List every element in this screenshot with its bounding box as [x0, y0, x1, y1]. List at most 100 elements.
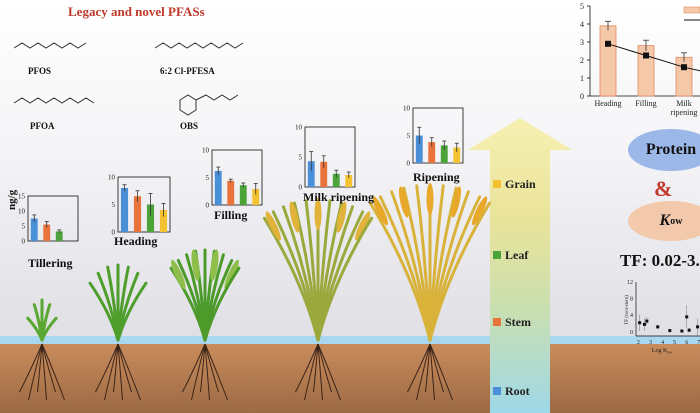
rice-root	[113, 343, 119, 393]
stage-label-heading: Heading	[114, 234, 158, 248]
chart-b-point	[642, 322, 646, 326]
water-layer	[0, 336, 700, 345]
stage-bar	[453, 147, 461, 163]
stage-chart-tick: 0	[22, 238, 26, 246]
protein-label: Protein	[645, 141, 697, 158]
rice-root	[19, 343, 43, 393]
rice-root	[317, 343, 323, 401]
chart-a-tick-label: 5	[580, 2, 584, 11]
stage-bar	[320, 161, 328, 187]
rice-plant-4	[368, 183, 492, 401]
chart-b-point	[656, 325, 660, 329]
chart-b-point	[680, 329, 684, 333]
chart-b-x-label-sub: ow	[667, 350, 672, 355]
molecule-label-obs: OBS	[180, 121, 199, 131]
rice-root	[191, 343, 206, 401]
tissue-swatch-root	[493, 387, 501, 395]
stage-label-tillering: Tillering	[28, 256, 73, 270]
stage-label-filling: Filling	[214, 208, 248, 222]
chart-a-bar	[599, 25, 617, 97]
tissue-label-leaf: Leaf	[505, 248, 529, 262]
chart-b-tick-label: 6	[685, 340, 688, 346]
chart-a-tick-label: 2	[580, 56, 584, 65]
stage-chart-tick: 15	[18, 193, 26, 201]
chart-b-point	[685, 315, 689, 319]
rice-plant-3	[262, 198, 374, 401]
chart-a-tick-label: 3	[580, 38, 584, 47]
chart-b-point	[696, 325, 700, 329]
rice-root	[95, 343, 119, 393]
rice-leaf	[40, 316, 58, 342]
rice-root	[41, 343, 65, 401]
rice-root	[200, 343, 206, 393]
stage-chart-tick: 5	[407, 132, 411, 140]
chart-a-category-label: ripening	[671, 108, 698, 117]
stage-chart-tick: 5	[22, 223, 26, 231]
protein-ellipse: Protein	[628, 129, 700, 171]
rice-panicle	[451, 186, 462, 218]
stage-chart-tick: 0	[112, 229, 116, 237]
chart-b-point	[638, 321, 642, 325]
stage-chart-tick: 0	[299, 184, 303, 192]
page-title: Legacy and novel PFASs	[68, 4, 205, 19]
chart-a-tick-label: 1	[580, 74, 584, 83]
ampersand: &	[654, 176, 673, 201]
rice-panicle	[336, 201, 347, 233]
stage-y-axis-label: ng/g	[6, 189, 18, 210]
stage-chart-tick: 10	[295, 124, 303, 132]
rice-root	[204, 343, 219, 393]
rice-leaf	[203, 266, 241, 342]
tissue-label-grain: Grain	[505, 177, 536, 191]
stage-bar	[415, 135, 423, 163]
chart-a-line	[607, 43, 700, 72]
soil-layer	[0, 344, 700, 413]
chart-b-tick-label: 5	[673, 340, 676, 346]
chart-a-category-label: Milk	[676, 99, 692, 108]
chart-a-point	[643, 52, 649, 59]
rice-root	[28, 343, 43, 401]
chart-b-point	[668, 329, 672, 333]
chart-a-category-label: Filling	[635, 99, 656, 108]
rice-leaf	[428, 201, 492, 342]
rice-root	[317, 343, 332, 393]
stage-label-milk-ripening: Milk ripening	[303, 190, 375, 204]
rice-root	[117, 343, 123, 401]
rice-root	[416, 343, 431, 401]
rice-panicle	[171, 259, 186, 290]
tissue-swatch-grain	[493, 180, 501, 188]
chart-b-tick-label: 12	[627, 280, 633, 286]
chart-a-bar	[675, 56, 693, 97]
rice-plant-1	[88, 263, 148, 401]
stage-bar	[239, 185, 247, 205]
rice-panicle	[471, 196, 488, 226]
chart-b-tick-label: 0	[630, 330, 633, 336]
stage-bar	[332, 173, 340, 187]
chart-b-x-label-main: Log K	[652, 348, 668, 354]
rice-root	[304, 343, 319, 401]
stage-bar	[252, 189, 260, 205]
stage-bar	[120, 188, 129, 232]
rice-root	[429, 343, 444, 393]
chart-a-tick-label: 4	[580, 20, 584, 29]
molecule-label-pfoa: PFOA	[30, 121, 55, 131]
tf-range-label: TF: 0.02-3.	[620, 251, 700, 270]
tissue-label-stem: Stem	[505, 315, 531, 329]
rice-root	[182, 343, 206, 393]
rice-root	[117, 343, 141, 401]
chart-b-tick-label: 4	[630, 313, 633, 319]
stage-bar	[159, 210, 168, 232]
stage-chart-frame	[27, 195, 79, 242]
chart-b-tick-label: 7	[697, 340, 700, 346]
chart-a-point	[605, 40, 611, 47]
molecule-label-pfos: PFOS	[28, 66, 52, 76]
stage-chart-frame	[412, 107, 464, 164]
rice-panicle	[355, 211, 371, 241]
rice-root	[37, 343, 43, 393]
